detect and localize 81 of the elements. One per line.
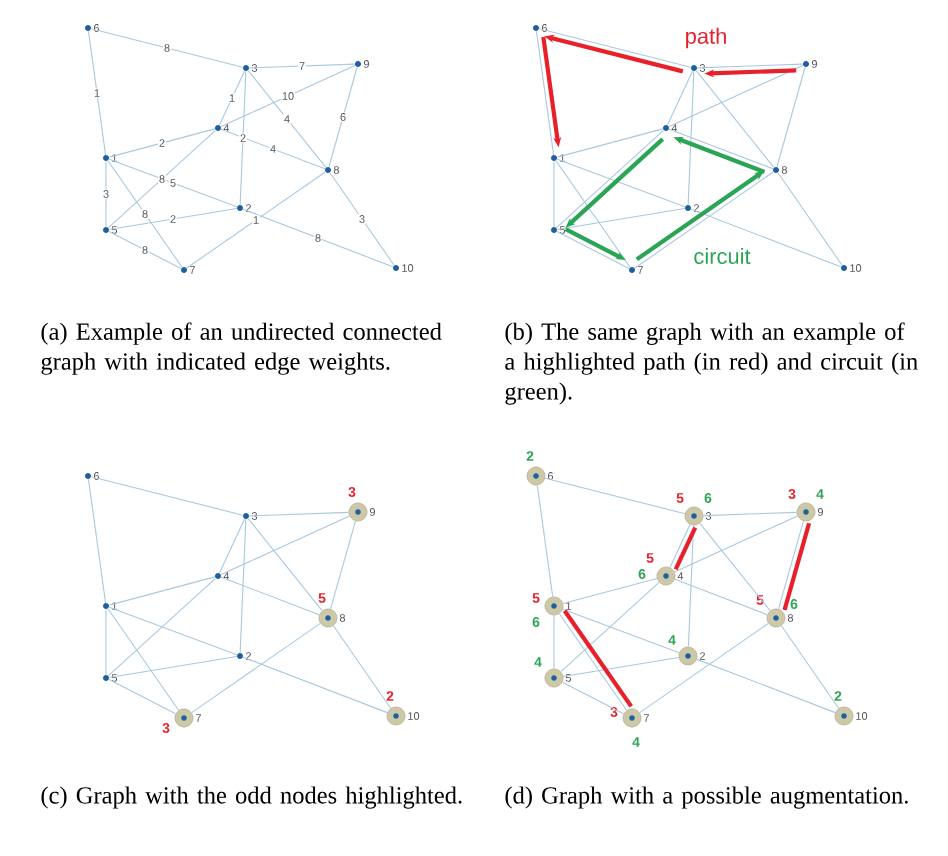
edge-line xyxy=(105,608,107,676)
caption: (a) Example of an undirected connected graph with indicated edge weights. xyxy=(41,322,442,375)
edge-line xyxy=(695,70,775,168)
edge-line xyxy=(674,515,798,573)
edge-line xyxy=(87,478,107,604)
edge-line xyxy=(702,511,798,517)
edge-line xyxy=(332,625,392,709)
edge-line xyxy=(666,70,694,126)
edge-line xyxy=(247,70,327,168)
edge-line xyxy=(247,518,323,612)
edge-line xyxy=(220,576,320,616)
edge-line xyxy=(90,28,244,68)
highlighted-edge xyxy=(673,526,698,571)
edge-line xyxy=(553,614,555,670)
edge-line xyxy=(639,622,769,714)
edge-line xyxy=(248,511,350,517)
edge-line xyxy=(556,128,664,158)
edge-line xyxy=(90,476,244,516)
edge-line xyxy=(556,208,686,230)
edge-line xyxy=(108,606,238,656)
edge-line xyxy=(220,64,356,128)
edge-line xyxy=(108,577,217,677)
edge-line xyxy=(778,520,804,610)
edge-line xyxy=(668,128,774,170)
edge-line xyxy=(330,520,356,610)
edge-line xyxy=(777,172,843,266)
edge-line xyxy=(562,608,680,654)
edge-line xyxy=(696,658,836,714)
edge-line xyxy=(553,160,555,228)
edge-line xyxy=(108,656,238,678)
edge-line xyxy=(218,70,246,126)
caption: (b) The same graph with an example of a highlighted path (in red) and circuit (in green). xyxy=(505,322,918,405)
edge-line xyxy=(556,231,630,269)
edge-line xyxy=(560,581,660,673)
edge-line xyxy=(687,70,695,206)
edge-line xyxy=(674,578,768,616)
edge-line xyxy=(696,63,804,69)
edge-line xyxy=(780,625,840,709)
edge-line xyxy=(690,208,842,268)
edge-line xyxy=(239,518,247,654)
annotation-label: circuit xyxy=(694,247,751,265)
edge-line xyxy=(186,171,326,269)
edge-line xyxy=(108,231,182,269)
edge-line xyxy=(108,576,216,606)
edge-line xyxy=(329,172,395,266)
caption: (c) Graph with the odd nodes highlighted. xyxy=(41,786,462,809)
edge-line xyxy=(239,70,247,206)
edge-line xyxy=(669,523,691,569)
edge-line xyxy=(328,66,358,168)
edge-line xyxy=(555,160,631,268)
edge-line xyxy=(248,63,356,69)
edge-line xyxy=(220,515,350,576)
edge-line xyxy=(108,158,238,208)
edge-line xyxy=(108,129,217,229)
edge-line xyxy=(107,608,180,711)
edge-line xyxy=(218,518,246,574)
edge-line xyxy=(242,656,388,714)
edge-line xyxy=(536,484,554,598)
edge-line xyxy=(776,66,806,168)
caption: (d) Graph with a possible augmentation. xyxy=(505,786,908,809)
annotation-label: path xyxy=(686,27,726,49)
highlighted-edge xyxy=(782,522,812,611)
edge-line xyxy=(687,524,695,648)
edge-line xyxy=(108,208,238,230)
edge-line xyxy=(107,160,183,268)
edge-line xyxy=(191,622,321,714)
edge-line xyxy=(699,522,771,612)
edge-line xyxy=(535,30,555,156)
edge-line xyxy=(562,656,680,678)
edge-line xyxy=(108,679,177,715)
edge-line xyxy=(544,477,686,515)
edge-line xyxy=(562,577,658,605)
edge-line xyxy=(538,28,692,68)
edge-line xyxy=(556,158,686,208)
edge-line xyxy=(668,64,804,128)
edge-line xyxy=(108,128,216,158)
edge-line xyxy=(561,681,625,715)
edge-line xyxy=(220,128,326,170)
edge-line xyxy=(87,30,107,156)
edge-line xyxy=(242,208,394,268)
edge-line xyxy=(105,160,107,228)
